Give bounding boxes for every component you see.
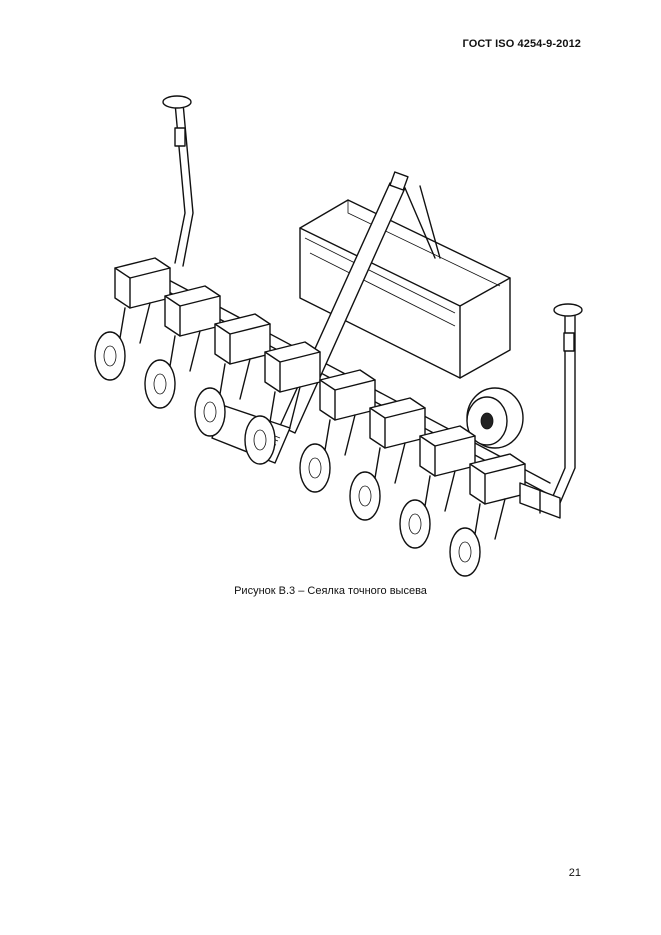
row-unit-3	[194, 313, 271, 437]
seeder-illustration	[80, 88, 583, 588]
row-unit-7	[399, 425, 476, 549]
figure-caption: Рисунок В.3 – Сеялка точного высева	[234, 585, 427, 597]
document-header: ГОСТ ISO 4254-9-2012	[462, 38, 581, 50]
row-units	[94, 257, 526, 577]
row-unit-5	[299, 369, 376, 493]
row-unit-1	[94, 257, 171, 381]
right-marker-arm	[549, 303, 583, 504]
support-wheel	[466, 387, 524, 449]
row-unit-8	[449, 453, 526, 577]
page-number: 21	[568, 867, 581, 879]
left-marker-arm	[162, 95, 194, 267]
row-unit-2	[144, 285, 221, 409]
main-hopper	[299, 199, 511, 379]
hitch	[519, 482, 561, 519]
row-unit-6	[349, 397, 426, 521]
row-unit-4	[244, 341, 321, 465]
